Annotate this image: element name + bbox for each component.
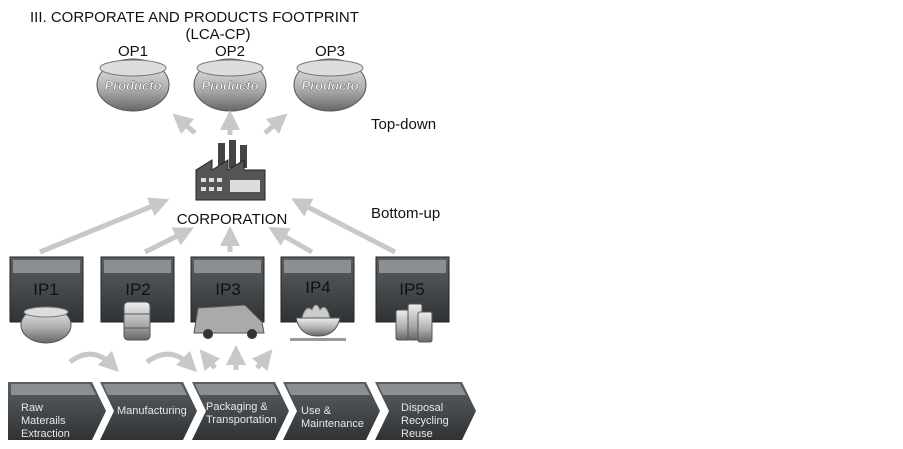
stage-line: Extraction [21,428,70,440]
arrow-icon [268,227,314,255]
ip-label: IP1 [33,280,59,299]
stage-raw-materials: Raw Materails Extraction [8,382,106,440]
op-label: OP3 [315,43,345,60]
bottom-up-arrows [39,197,397,255]
stage-line: Packaging & [206,401,268,413]
curved-arrow-icon [145,350,198,373]
ip-label: IP2 [125,280,151,299]
curved-arrow-icon [68,350,120,373]
stage-line: Maintenance [301,418,364,430]
stage-manufacturing: Manufacturing [100,382,197,440]
stage-disposal-recycling-reuse: Disposal Recycling Reuse [375,382,476,440]
output-product-op3: OP3 Producto [293,43,367,112]
stage-line: Materails [21,415,66,427]
input-product-ip5: IP5 [375,256,450,343]
corporation-label: CORPORATION [177,211,288,228]
arrow-icon [143,227,194,255]
stage-packaging-transportation: Packaging & Transportation [192,382,289,440]
arrow-icon [251,349,273,372]
arrow-up-right-icon [263,113,288,135]
input-product-ip1: IP1 [9,256,84,344]
bottom-up-label: Bottom-up [371,205,440,222]
ip-label: IP3 [215,280,241,299]
top-down-arrows [172,110,288,135]
life-cycle-stages: Raw Materails Extraction Manufacturing P… [8,382,476,440]
stage-use-maintenance: Use & Maintenance [283,382,380,440]
stage-line: Disposal [401,402,443,414]
stacked-cans-icon [395,303,433,343]
diagram-title: III. CORPORATE AND PRODUCTS FOOTPRINT [30,9,359,26]
stage-line: Raw [21,402,43,414]
output-product-op2: OP2 Producto [193,43,267,112]
arrow-up-left-icon [172,113,197,135]
can-icon: Producto [193,58,267,112]
stage-line: Recycling [401,415,449,427]
can-icon: Producto [96,58,170,112]
op-label: OP2 [215,43,245,60]
delivery-van-icon [193,304,265,339]
can-icon [20,306,72,344]
stage-line: Use & [301,405,332,417]
output-product-op1: OP1 Producto [96,43,170,112]
arrow-icon [39,197,170,255]
input-product-ip4: IP4 [280,256,355,341]
ip-label: IP5 [399,280,425,299]
top-down-label: Top-down [371,116,436,133]
brand-label: Producto [301,78,358,93]
brand-label: Producto [201,78,258,93]
factory-icon [195,140,266,201]
stage-line: Manufacturing [117,405,187,417]
op-label: OP1 [118,43,148,60]
input-product-ip2: IP2 [100,256,175,341]
flow-arrows [68,345,273,373]
stage-line: Transportation [206,414,277,426]
ip-label: IP4 [305,278,331,297]
input-product-ip3: IP3 [190,256,265,339]
barrel-icon [123,301,151,341]
brand-label: Producto [104,78,161,93]
can-icon: Producto [293,58,367,112]
burning-bowl-icon [290,304,346,341]
arrow-icon [291,198,397,255]
arrow-icon [199,349,221,372]
diagram-subtitle: (LCA-CP) [185,26,250,43]
stage-line: Reuse [401,428,433,440]
